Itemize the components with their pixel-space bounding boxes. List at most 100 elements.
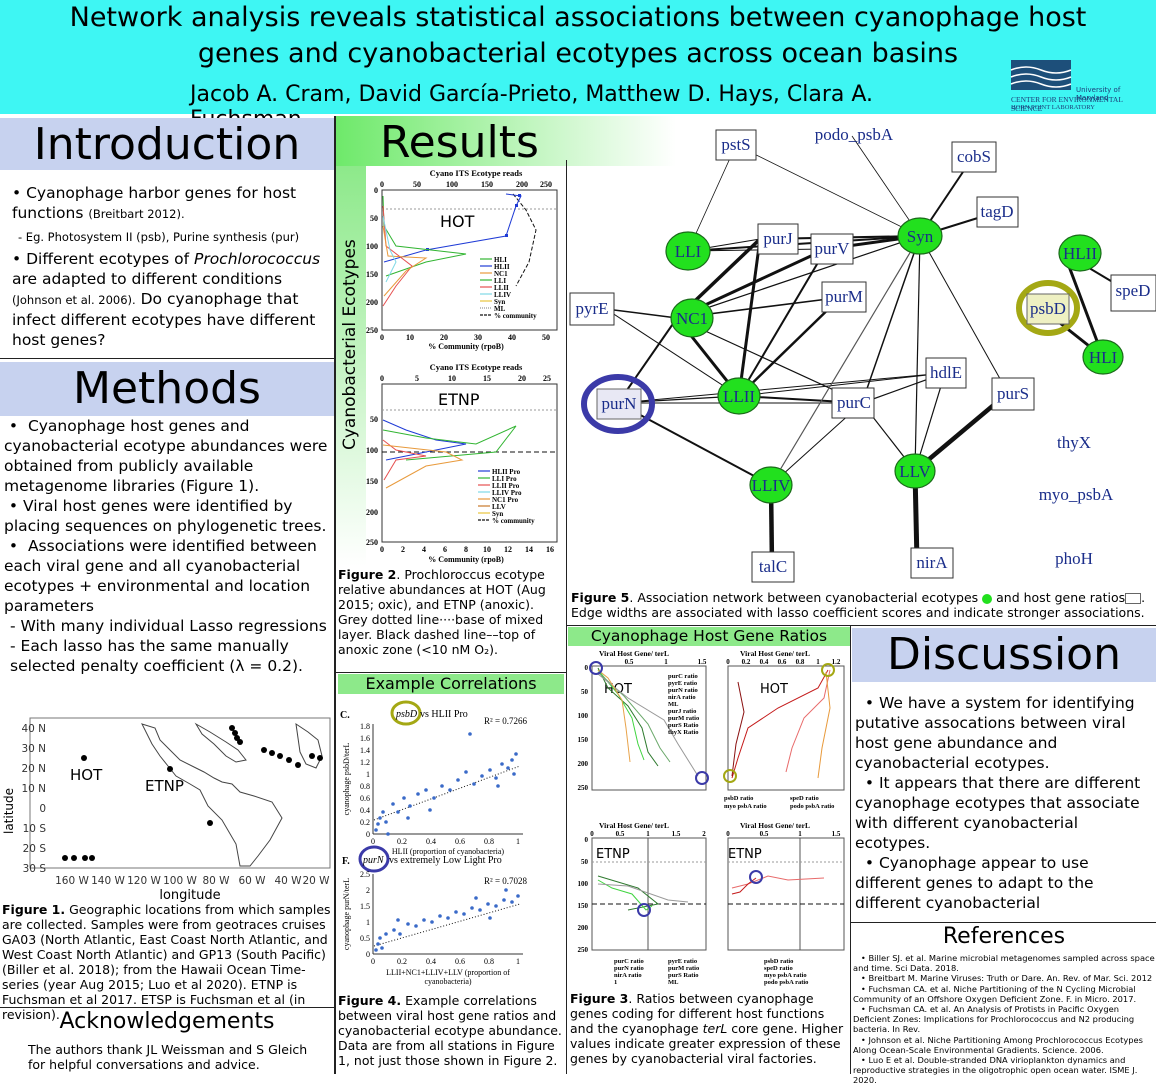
figure-5-caption: Figure 5. Association network between cy… bbox=[571, 590, 1146, 620]
etnp-left-purn-marker bbox=[637, 903, 651, 917]
node-hdlE bbox=[925, 357, 967, 389]
etnp-left-ytick: 200 bbox=[578, 924, 589, 932]
hot-left-legend: pyrE ratio bbox=[668, 680, 697, 687]
hot-right-legend: psbD ratio bbox=[724, 795, 753, 802]
etnp-left-title: Viral Host Gene/ terL bbox=[599, 821, 669, 830]
map-lon-tick: 20 W bbox=[302, 875, 330, 887]
panel-c-ylabel: cyanophage psbD/terL bbox=[342, 743, 351, 816]
hot-right-xtick: 0.6 bbox=[778, 658, 787, 666]
etnp-right-legend: podo psbA ratio bbox=[764, 979, 808, 986]
map-sample-points bbox=[62, 725, 323, 861]
node-nirA-label: nirA bbox=[916, 553, 948, 572]
hot-top-tick: 200 bbox=[516, 180, 528, 189]
etnp-legend-item: HLII Pro bbox=[492, 468, 521, 476]
column-divider bbox=[566, 160, 567, 675]
map-lon-tick: 80 W bbox=[202, 875, 230, 887]
panel-c-points bbox=[374, 732, 518, 836]
hot-left-xtick: 0.5 bbox=[625, 658, 634, 666]
panel-c-xtick: 0.2 bbox=[397, 837, 407, 846]
methods-bullet-3: • Associations were identified between e… bbox=[4, 537, 317, 615]
map-lon-tick: 120 W bbox=[127, 875, 161, 887]
map-lat-tick: 30 N bbox=[21, 743, 46, 755]
panel-c-ytick: 0 bbox=[366, 830, 370, 839]
hot-top-tick: 50 bbox=[413, 180, 421, 189]
etnp-left-xtick: 0 bbox=[590, 830, 594, 838]
purn-highlight-circle bbox=[358, 845, 390, 873]
panel-f-ylabel: cyanophage purN/terL bbox=[342, 878, 351, 950]
node-LLV bbox=[894, 453, 936, 489]
gene-legend-icon bbox=[1125, 593, 1142, 604]
row-divider bbox=[566, 625, 1156, 626]
hot-legend-item: LLIV bbox=[494, 291, 511, 299]
node-myo_psbA-label: myo_psbA bbox=[1039, 485, 1114, 504]
node-speD bbox=[1110, 274, 1156, 312]
node-podo_psbA-label: podo_psbA bbox=[815, 125, 894, 144]
panel-f-xtick: 0 bbox=[371, 957, 375, 966]
panel-c-ytick: 1.8 bbox=[360, 722, 370, 731]
node-purS bbox=[991, 377, 1035, 411]
etnp-right-xtick: 1 bbox=[798, 830, 802, 838]
panel-f-title: vs extremely Low Light Pro bbox=[389, 855, 502, 866]
row-divider bbox=[850, 922, 1156, 923]
panel-c-ytick: 0.8 bbox=[360, 782, 370, 791]
etnp-bottom-tick: 0 bbox=[380, 545, 384, 554]
etnp-bottom-tick: 6 bbox=[443, 545, 447, 554]
hot-plot-xlabel: % Community (rpoB) bbox=[428, 342, 504, 351]
discussion-bullet-1: • We have a system for identifying putat… bbox=[855, 694, 1135, 772]
etnp-bottom-tick: 2 bbox=[401, 545, 405, 554]
etnp-top-tick: 10 bbox=[448, 374, 456, 383]
ecotype-legend-icon bbox=[982, 593, 993, 604]
hot-legend-item: ML bbox=[494, 305, 506, 313]
panel-c-xtick: 0.6 bbox=[455, 837, 465, 846]
panel-f-letter: F. bbox=[342, 856, 350, 867]
node-purV-label: purV bbox=[815, 239, 851, 258]
column-divider bbox=[334, 116, 336, 1074]
logo-wave-icon bbox=[1010, 60, 1072, 90]
introduction-body: • Cyanophage harbor genes for host funct… bbox=[6, 183, 326, 350]
node-nirA bbox=[910, 547, 954, 579]
intro-sub-bullet: - Eg. Photosystem II (psb), Purine synth… bbox=[18, 230, 300, 244]
methods-sub-2: - Each lasso has the same manually selec… bbox=[10, 637, 303, 675]
references-list: • Biller SJ. et al. Marine microbial met… bbox=[853, 953, 1155, 1086]
poster-header bbox=[0, 0, 1156, 114]
results-vertical-label: Cyanobacterial Ecotypes bbox=[340, 239, 360, 450]
hot-left-legend: purM ratio bbox=[668, 715, 699, 722]
etnp-left-legend: ML bbox=[668, 979, 679, 986]
panel-f-ytick: 1 bbox=[366, 918, 370, 927]
hot-right-xtick: 0.8 bbox=[796, 658, 805, 666]
node-purM-label: purM bbox=[825, 287, 863, 306]
hot-left-xtick: 1.5 bbox=[698, 658, 707, 666]
etnp-legend-item: LLI Pro bbox=[492, 475, 517, 483]
hot-y-tick: 200 bbox=[366, 298, 378, 307]
node-purC bbox=[831, 387, 875, 419]
hot-legend-item: Syn bbox=[494, 298, 505, 306]
hot-plot-title: Cyano ITS Ecotype reads bbox=[430, 168, 523, 178]
panel-c-ytick: 0.6 bbox=[360, 794, 370, 803]
umces-logo: University of Maryland CENTER FOR ENVIRO… bbox=[1008, 58, 1150, 114]
reference-item: • Breitbart M. Marine Viruses: Truth or … bbox=[853, 973, 1153, 984]
node-phoH-label: phoH bbox=[1055, 549, 1093, 568]
hot-right-xtick: 1.2 bbox=[832, 658, 841, 666]
hot-left-legend: ML bbox=[668, 701, 679, 708]
panel-c-ytick: 1.4 bbox=[360, 746, 370, 755]
hot-left-ytick: 100 bbox=[578, 712, 589, 720]
etnp-left-legend: nirA ratio bbox=[614, 972, 642, 979]
hot-y-tick: 100 bbox=[366, 242, 378, 251]
figure-2-caption: Figure 2. Prochloroccus ecotype relative… bbox=[338, 567, 546, 657]
hot-left-legend: purJ ratio bbox=[668, 708, 696, 715]
panel-f-xtick: 1 bbox=[516, 957, 520, 966]
hot-legend-item: LLI bbox=[494, 277, 506, 285]
panel-c-circled-gene: psbD bbox=[395, 709, 418, 720]
etnp-left-legend: purS Ratio bbox=[668, 972, 699, 979]
column-divider bbox=[566, 625, 567, 1074]
map-lat-tick: 10 S bbox=[23, 823, 47, 835]
hot-left-legend: purN ratio bbox=[668, 687, 698, 694]
map-label-hot: HOT bbox=[70, 766, 103, 784]
panel-f-circled-gene: purN bbox=[362, 855, 385, 866]
reference-item: • Fuchsman CA. et al. An Analysis of Pro… bbox=[853, 1004, 1135, 1035]
etnp-right-purn-marker bbox=[749, 870, 763, 884]
example-correlations-heading: Example Correlations bbox=[338, 674, 564, 694]
panel-c-xtick: 0.4 bbox=[426, 837, 436, 846]
results-heading: Results bbox=[380, 117, 539, 168]
etnp-y-tick: 50 bbox=[370, 415, 378, 424]
